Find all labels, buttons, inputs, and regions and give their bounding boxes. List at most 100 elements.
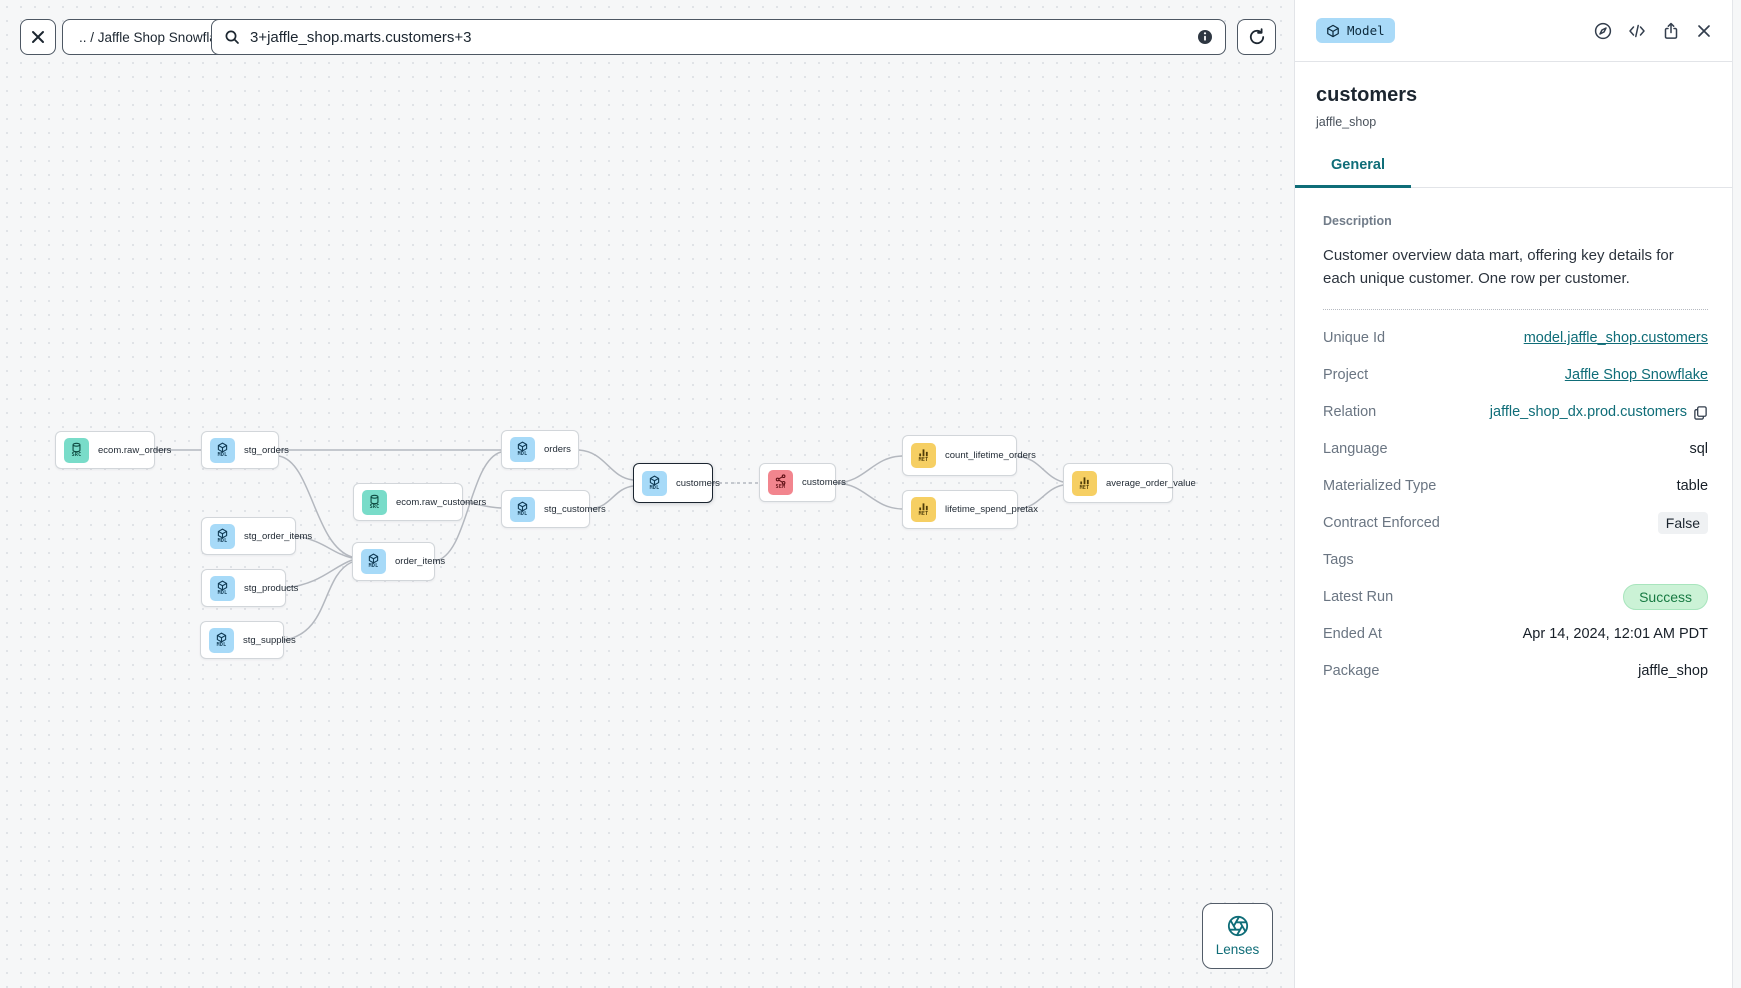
refresh-button[interactable] xyxy=(1237,19,1276,55)
mdl-icon: MDL xyxy=(642,470,667,496)
node-kind-label: SEM xyxy=(775,484,786,491)
value-badge: False xyxy=(1657,512,1709,534)
node-kind-label: MDL xyxy=(217,451,228,458)
node-label: ecom.raw_customers xyxy=(396,496,487,508)
lineage-search-bar[interactable] xyxy=(211,19,1226,55)
node-label: customers xyxy=(802,477,846,488)
field-value-text: jaffle_shop xyxy=(1638,663,1709,679)
field-label: Latest Run xyxy=(1323,589,1394,605)
resource-type-label: Model xyxy=(1347,23,1385,38)
field-value-link[interactable]: Jaffle Shop Snowflake xyxy=(1564,367,1709,383)
mdl-icon: MDL xyxy=(210,437,235,463)
mdl-icon: MDL xyxy=(210,523,235,549)
graph-node[interactable]: MDL stg_orders xyxy=(201,431,289,469)
field-row: Unique Id model.jaffle_shop.customers xyxy=(1323,320,1708,357)
relation-value: jaffle_shop_dx.prod.customers xyxy=(1489,404,1688,420)
edge xyxy=(283,561,353,641)
mdl-icon: MDL xyxy=(361,549,386,574)
node-kind-label: MET xyxy=(1079,484,1090,491)
tab-bar: General xyxy=(1295,157,1733,188)
status-badge: Success xyxy=(1623,584,1709,610)
close-icon xyxy=(1698,24,1710,37)
graph-node[interactable]: SRC ecom.raw_customers xyxy=(353,483,486,521)
page-title: customers xyxy=(1316,84,1418,106)
node-label: stg_order_items xyxy=(244,530,313,542)
field-row: Tags xyxy=(1323,542,1708,579)
details-panel: Model xyxy=(1294,0,1741,988)
node-label: stg_supplies xyxy=(243,634,296,646)
node-label: stg_products xyxy=(244,582,299,594)
field-label: Materialized Type xyxy=(1323,478,1437,494)
node-kind-label: SRC xyxy=(369,503,380,510)
field-value: Apr 14, 2024, 12:01 AM PDT xyxy=(1523,626,1708,642)
graph-node[interactable]: SEM customers xyxy=(759,463,846,502)
close-panel-button[interactable] xyxy=(1696,23,1712,39)
field-value: model.jaffle_shop.customers xyxy=(1524,330,1708,346)
description-text: Customer overview data mart, offering ke… xyxy=(1323,244,1709,310)
src-icon: SRC xyxy=(362,489,387,515)
met-icon: MET xyxy=(911,497,936,522)
resource-type-badge: Model xyxy=(1316,18,1395,43)
node-label: stg_orders xyxy=(244,444,289,456)
field-value-link[interactable]: model.jaffle_shop.customers xyxy=(1523,330,1709,346)
field-label: Ended At xyxy=(1323,626,1382,642)
scrollbar-gutter[interactable] xyxy=(1732,0,1741,988)
lenses-label: Lenses xyxy=(1215,942,1260,957)
graph-node[interactable]: SRC ecom.raw_orders xyxy=(55,431,171,469)
info-icon[interactable] xyxy=(1197,29,1213,45)
field-row: Contract Enforced False xyxy=(1323,505,1709,542)
graph-node[interactable]: MDL stg_products xyxy=(201,569,298,607)
graph-node[interactable]: MET lifetime_spend_pretax xyxy=(902,490,1038,529)
field-label: Contract Enforced xyxy=(1323,515,1440,531)
graph-node[interactable]: MET average_order_value xyxy=(1063,463,1196,503)
explore-button[interactable] xyxy=(1594,22,1612,40)
field-label: Language xyxy=(1323,441,1388,457)
field-row: Latest Run Success xyxy=(1323,579,1709,616)
field-label: Relation xyxy=(1323,404,1377,420)
field-row: Relation jaffle_shop_dx.prod.customers xyxy=(1323,394,1708,431)
field-row: Ended At Apr 14, 2024, 12:01 AM PDT xyxy=(1323,616,1708,653)
package-subtitle: jaffle_shop xyxy=(1316,115,1377,129)
src-icon: SRC xyxy=(64,437,89,463)
node-kind-label: MDL xyxy=(217,537,228,544)
copy-icon[interactable] xyxy=(1693,405,1708,420)
graph-node[interactable]: MDL stg_order_items xyxy=(201,517,312,555)
close-icon xyxy=(32,31,44,43)
code-icon xyxy=(1629,24,1645,37)
node-label: lifetime_spend_pretax xyxy=(945,504,1038,515)
field-value: jaffle_shop xyxy=(1638,663,1708,679)
lineage-selector-input[interactable] xyxy=(250,28,1187,46)
field-row: Materialized Type table xyxy=(1323,468,1708,505)
compass-icon xyxy=(1594,22,1612,39)
node-kind-label: MDL xyxy=(649,484,660,491)
field-label: Unique Id xyxy=(1323,330,1386,346)
view-code-button[interactable] xyxy=(1628,22,1646,40)
met-icon: MET xyxy=(1072,470,1097,496)
mdl-icon: MDL xyxy=(210,575,235,601)
share-button[interactable] xyxy=(1662,22,1680,40)
node-kind-label: MDL xyxy=(517,510,528,517)
tab-general[interactable]: General xyxy=(1295,157,1411,188)
node-label: orders xyxy=(544,444,571,455)
close-lineage-button[interactable] xyxy=(20,19,56,55)
lenses-button[interactable]: Lenses xyxy=(1202,903,1273,969)
node-label: ecom.raw_orders xyxy=(98,444,172,456)
field-value: False xyxy=(1657,512,1709,534)
node-kind-label: SRC xyxy=(71,451,82,458)
node-label: average_order_value xyxy=(1106,477,1196,489)
field-value: table xyxy=(1677,478,1708,494)
refresh-icon xyxy=(1249,28,1264,45)
field-value-text: table xyxy=(1676,478,1709,494)
node-kind-label: MDL xyxy=(368,563,379,570)
